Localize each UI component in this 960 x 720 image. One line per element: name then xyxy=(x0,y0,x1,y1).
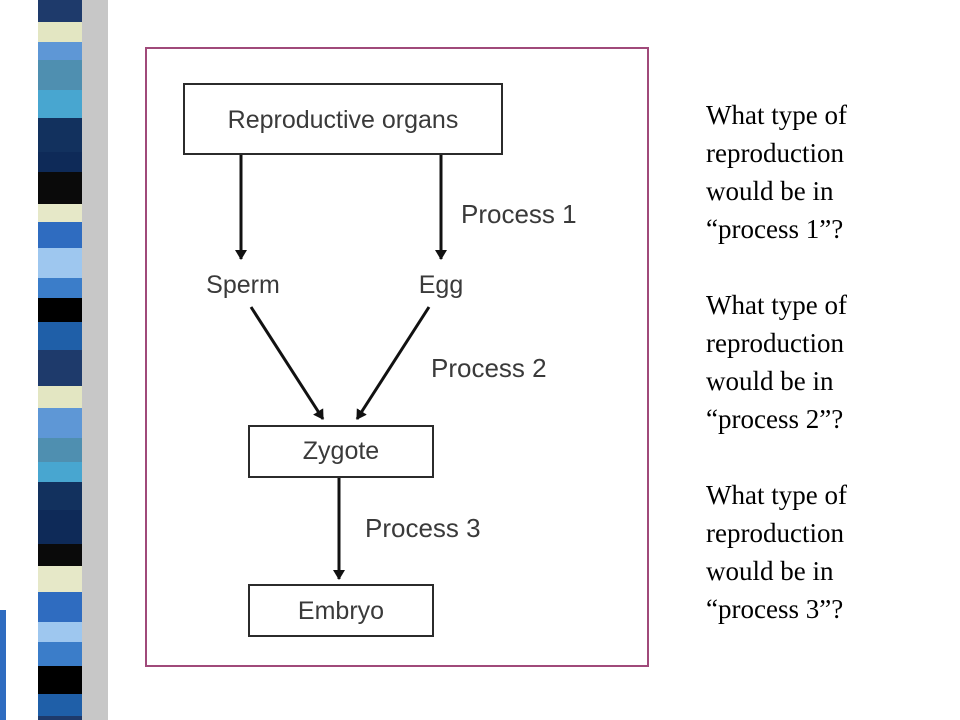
stripe-block xyxy=(38,248,82,278)
process-label-2: Process 2 xyxy=(431,353,547,383)
stripe-block xyxy=(38,0,82,22)
node-box-embryo xyxy=(248,584,434,637)
stripe-block xyxy=(38,666,82,694)
stripe-block xyxy=(38,544,82,566)
arrow-sperm-to-zygote xyxy=(249,306,325,420)
stripe-shadow xyxy=(82,0,108,720)
question-process-1: What type of reproduction would be in “p… xyxy=(706,96,956,248)
node-label-sperm: Sperm xyxy=(206,271,280,299)
stripe-block xyxy=(38,22,82,42)
stripe-block xyxy=(38,222,82,248)
stripe-block xyxy=(38,172,82,204)
question-line: What type of xyxy=(706,480,847,510)
stripe-block xyxy=(38,204,82,222)
arrow-egg-to-zygote xyxy=(355,306,431,420)
process-label-1: Process 1 xyxy=(461,199,577,229)
node-label-embryo: Embryo xyxy=(298,597,384,625)
question-line: would be in xyxy=(706,176,834,206)
question-line: “process 3”? xyxy=(706,594,844,624)
question-line: reproduction xyxy=(706,328,844,358)
stripe-block xyxy=(38,622,82,642)
question-process-2: What type of reproduction would be in “p… xyxy=(706,286,956,438)
stripe-block xyxy=(38,408,82,438)
question-list: What type of reproduction would be in “p… xyxy=(706,96,956,666)
stripe-block xyxy=(38,278,82,298)
question-line: “process 2”? xyxy=(706,404,844,434)
node-box-zygote xyxy=(248,425,434,478)
diagram-frame: Reproductive organs Sperm Egg Zygote Emb… xyxy=(145,47,649,667)
process-label-3: Process 3 xyxy=(365,513,481,543)
stripe-block xyxy=(38,462,82,482)
question-line: What type of xyxy=(706,290,847,320)
question-line: would be in xyxy=(706,556,834,586)
question-line: would be in xyxy=(706,366,834,396)
stripe-block xyxy=(38,694,82,716)
stripe-block xyxy=(38,438,82,462)
stripe-block xyxy=(38,350,82,386)
stripe-block xyxy=(38,482,82,510)
stripe-block xyxy=(38,386,82,408)
question-line: What type of xyxy=(706,100,847,130)
decorative-stripe-bar xyxy=(0,0,110,720)
stripe-block xyxy=(38,510,82,544)
stripe-block xyxy=(38,716,82,720)
node-box-reproductive-organs xyxy=(183,83,503,155)
stripe-edge-mark xyxy=(0,610,6,720)
node-label-zygote: Zygote xyxy=(303,437,379,465)
stripe-block xyxy=(38,642,82,666)
stripe-block xyxy=(38,566,82,592)
question-line: “process 1”? xyxy=(706,214,844,244)
question-process-3: What type of reproduction would be in “p… xyxy=(706,476,956,628)
stripe-block xyxy=(38,60,82,90)
question-line: reproduction xyxy=(706,518,844,548)
stripe-block xyxy=(38,322,82,350)
stripe-block xyxy=(38,42,82,60)
stripe-block xyxy=(38,152,82,172)
question-line: reproduction xyxy=(706,138,844,168)
stripe-block xyxy=(38,592,82,622)
node-label-egg: Egg xyxy=(419,271,463,299)
stripe-block xyxy=(38,298,82,322)
stripe-block xyxy=(38,118,82,152)
node-label-reproductive-organs: Reproductive organs xyxy=(228,106,459,134)
flowchart: Reproductive organs Sperm Egg Zygote Emb… xyxy=(183,83,577,637)
stripe-block xyxy=(38,90,82,118)
